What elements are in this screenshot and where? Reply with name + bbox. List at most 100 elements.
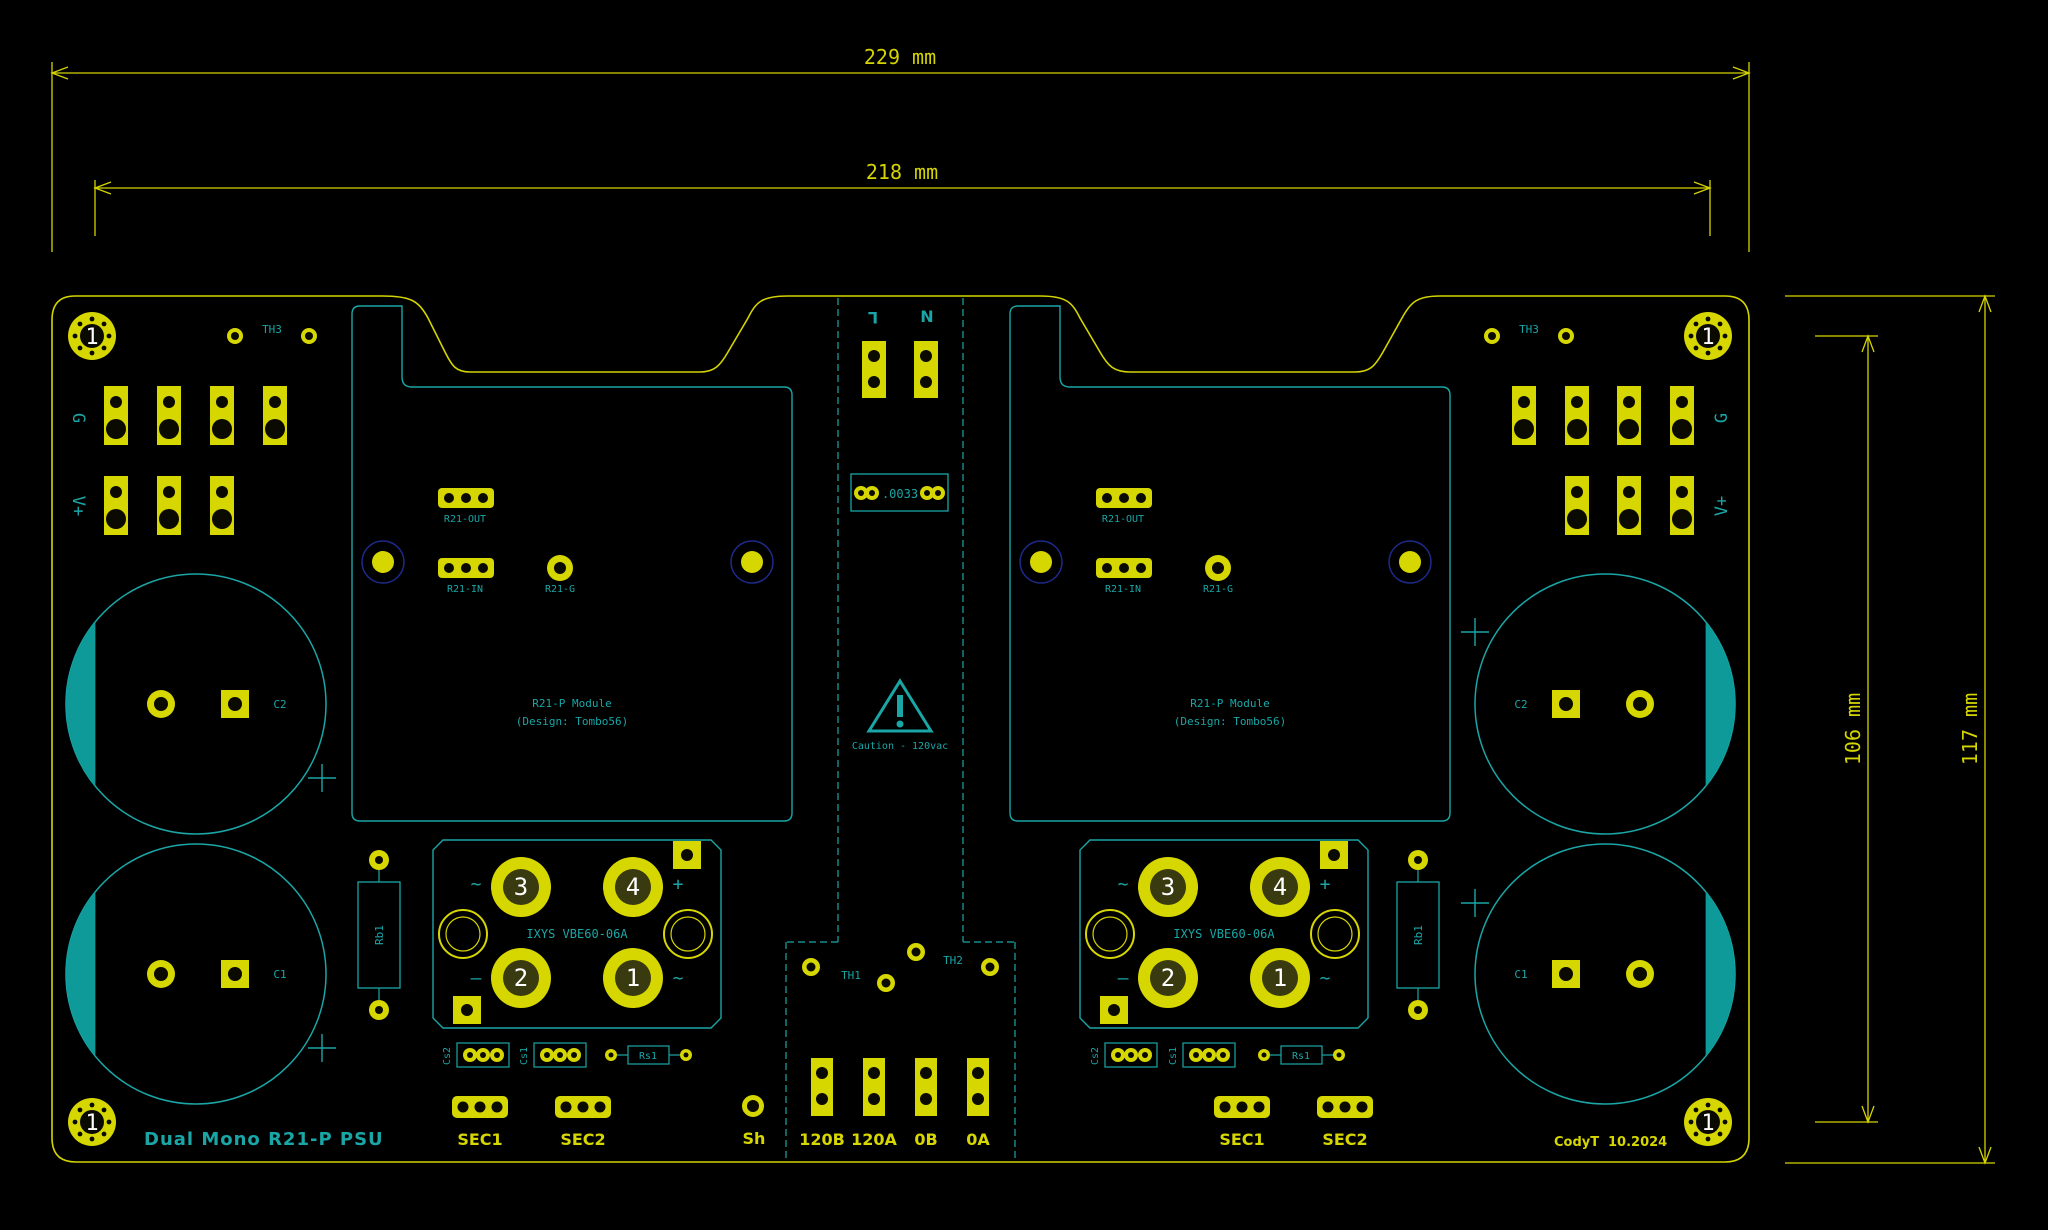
dim-height-outer: 117 mm — [1958, 693, 1982, 765]
capacitor-pad-round — [147, 690, 175, 718]
sec1-label: SEC1 — [457, 1130, 502, 1149]
x-cap-pads — [854, 486, 945, 500]
bridge-pin-1: 1 — [1250, 948, 1310, 1008]
vplus-terminal — [1670, 476, 1694, 535]
vplus-terminal — [1617, 476, 1641, 535]
shield-label: Sh — [743, 1129, 766, 1148]
bridge-name: IXYS VBE60-06A — [1173, 927, 1275, 941]
g-label: G — [1712, 413, 1732, 423]
shield-pad — [742, 1095, 764, 1117]
rs1-label: Rs1 — [1292, 1051, 1310, 1062]
sec1-connector: SEC1 — [1214, 1096, 1270, 1149]
r21-out-connector-label: R21-OUT — [444, 514, 486, 525]
r21-out-connector-label: R21-OUT — [1102, 514, 1144, 525]
rs1-pad — [605, 1049, 617, 1061]
mount-hole-number: 1 — [85, 1111, 98, 1136]
snubber-pad — [553, 1048, 567, 1062]
bridge-pin-number: 2 — [1161, 964, 1175, 992]
r21-in-connector-label: R21-IN — [447, 584, 483, 595]
bridge-pin-2: 2 — [491, 948, 551, 1008]
bridge-pin-number: 4 — [1273, 873, 1287, 901]
capacitor-pad-round — [147, 960, 175, 988]
caution-icon — [866, 678, 934, 733]
g-terminal — [1670, 386, 1694, 445]
input-label: 0A — [966, 1130, 990, 1149]
bridge-pin-number: 4 — [626, 873, 640, 901]
polarity-plus — [308, 1034, 336, 1062]
mains-n-label: N — [920, 307, 933, 326]
cs2-label: Cs2 — [1090, 1047, 1101, 1065]
vplus-label: V+ — [1712, 496, 1732, 516]
capacitor-pad-square — [1552, 960, 1580, 988]
input-label: 120A — [851, 1130, 897, 1149]
capacitor-label: C2 — [273, 698, 286, 711]
bridge-square-pad — [1320, 841, 1348, 869]
snubber-pad — [1202, 1048, 1216, 1062]
board-outline — [51, 295, 1750, 1163]
snubber-pad — [476, 1048, 490, 1062]
th3-pad-b — [1484, 328, 1500, 344]
th1-label: TH1 — [841, 969, 861, 982]
g-terminal — [1617, 386, 1641, 445]
rs1-pad — [1258, 1049, 1270, 1061]
board-date: 10.2024 — [1608, 1135, 1667, 1150]
th3-label: TH3 — [1519, 323, 1539, 336]
input-label: 120B — [799, 1130, 845, 1149]
snubber-pad — [490, 1048, 504, 1062]
resistor-rs1: Rs1 — [605, 1045, 692, 1065]
rb1-label: Rb1 — [373, 925, 386, 945]
bridge-symbol: + — [673, 874, 684, 895]
mount-hole: 1 — [68, 312, 116, 360]
vplus-terminal — [1565, 476, 1589, 535]
resistor-rs1: Rs1 — [1258, 1045, 1345, 1065]
r21-out-connector — [438, 488, 494, 508]
mains-l-label: L — [868, 308, 878, 327]
r21-in-connector — [438, 558, 494, 578]
capacitor-label: C2 — [1514, 698, 1527, 711]
mount-hole: 1 — [1684, 1098, 1732, 1146]
bridge-square-pad — [1100, 996, 1128, 1024]
bridge-symbol: ~ — [1118, 874, 1129, 895]
mount-hole-number: 1 — [1701, 325, 1714, 350]
g-terminal — [263, 386, 287, 445]
g-terminal — [157, 386, 181, 445]
bridge-name: IXYS VBE60-06A — [526, 927, 628, 941]
input-connector: 120B — [799, 1058, 845, 1149]
bridge-pin-number: 3 — [514, 873, 528, 901]
center-strip — [785, 298, 1016, 1160]
caution-text: Caution - 120vac — [852, 741, 948, 752]
bridge-symbol: ~ — [673, 968, 684, 989]
bridge-pin-number: 2 — [514, 964, 528, 992]
capacitor-cs1: Cs1 — [519, 1042, 587, 1068]
resistor-rb1: Rb1 — [357, 850, 401, 1020]
sec2-connector: SEC2 — [555, 1096, 611, 1149]
board-title: Dual Mono R21-P PSU — [144, 1129, 384, 1150]
bridge-pin-number: 1 — [626, 964, 640, 992]
g-terminal — [1565, 386, 1589, 445]
dim-width-outer: 229 mm — [864, 45, 936, 69]
bridge-symbol: – — [471, 968, 482, 989]
g-terminal — [1512, 386, 1536, 445]
module-name: R21-P Module — [532, 697, 611, 710]
g-label: G — [68, 413, 88, 423]
rs1-pad — [1333, 1049, 1345, 1061]
th3-pad-a — [1558, 328, 1574, 344]
bridge-pin-number: 1 — [1273, 964, 1287, 992]
mount-hole: 1 — [68, 1098, 116, 1146]
resistor-rb1: Rb1 — [1396, 850, 1440, 1020]
g-terminal — [210, 386, 234, 445]
mains-n-connector — [914, 341, 938, 398]
capacitor-c1: C1 — [65, 843, 336, 1105]
r21-g-pad — [547, 555, 573, 581]
bridge-square-pad — [673, 841, 701, 869]
capacitor-cs2: Cs2 — [442, 1042, 510, 1068]
snubber-pad — [1138, 1048, 1152, 1062]
bridge-symbol: ~ — [471, 874, 482, 895]
th3-pad-a — [227, 328, 243, 344]
